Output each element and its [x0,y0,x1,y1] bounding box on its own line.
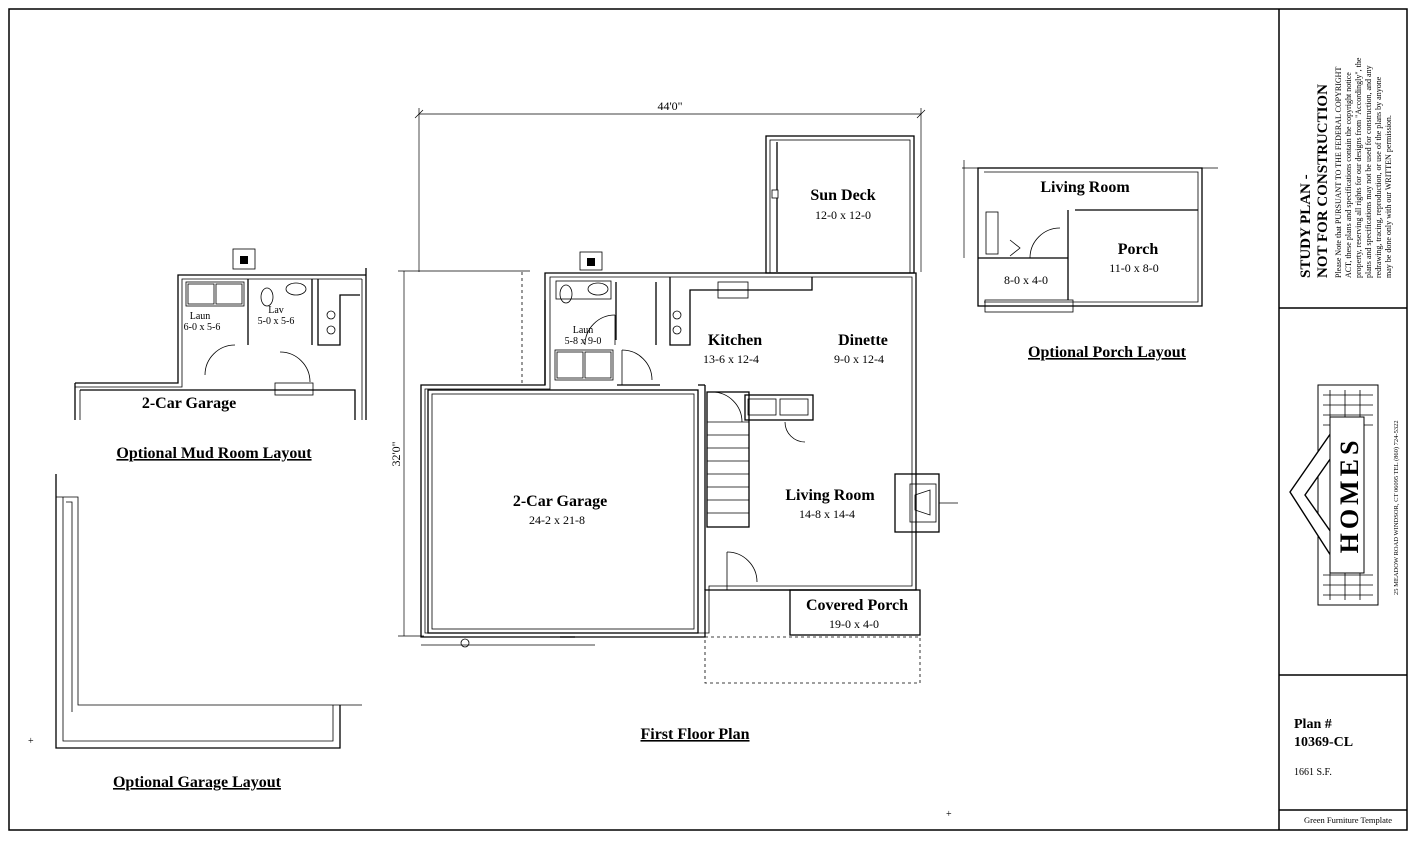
first-floor-labels: Sun Deck 12-0 x 12-0 Kitchen 13-6 x 12-4… [513,187,908,631]
caption-porch-layout: Optional Porch Layout [1028,344,1187,361]
caption-garage-layout: Optional Garage Layout [113,774,282,791]
first-floor-plan: 44'0" 32'0" [389,99,958,743]
notice-line-4: plans and specifications may not be used… [1364,65,1373,278]
room-name-living: Living Room [785,487,875,504]
mud-garage-label: 2-Car Garage [142,395,236,412]
plan-label: Plan # [1294,717,1332,732]
room-size-garage: 24-2 x 21-8 [529,513,585,527]
mud-laun-size: 6-0 x 5-6 [184,322,221,333]
width-dimension: 44'0" [414,99,926,272]
porch-small-size: 8-0 x 4-0 [1004,273,1048,287]
notice-line-1: Please Note that PURSUANT TO THE FEDERAL… [1334,67,1343,278]
house-outline [420,251,958,648]
porch-size: 11-0 x 8-0 [1109,261,1159,275]
garage-layout: Optional Garage Layout [55,474,362,791]
mud-laun-name: Laun [190,311,211,322]
sun-deck-outline [765,135,915,274]
sheet-border [8,8,1408,831]
notice-line-3: property, reserving all rights for our d… [1354,57,1363,278]
svg-text:+: + [946,809,952,820]
room-size-kitchen: 13-6 x 12-4 [703,352,759,366]
company-logo: HOMES 25 MEADOW ROAD WINDSOR, CT 06095 T… [1289,384,1400,606]
notice-line-2: ACT, these plans and specifications cont… [1344,72,1353,278]
dim-width-label: 44'0" [657,99,682,113]
room-name-dinette: Dinette [838,332,888,349]
template-label: Green Furniture Template [1304,815,1392,825]
caption-first-floor: First Floor Plan [640,726,749,743]
logo-address: 25 MEADOW ROAD WINDSOR, CT 06095 TEL (86… [1393,420,1400,595]
room-name-sun-deck: Sun Deck [810,187,875,204]
dim-depth-label: 32'0" [389,441,403,466]
study-line-1: STUDY PLAN - [1298,174,1314,278]
notice-line-6: may be done only with our WRITTEN permis… [1384,115,1393,278]
mud-lav-name: Lav [268,305,284,316]
room-size-dinette: 9-0 x 12-4 [834,352,884,366]
room-name-covered-porch: Covered Porch [806,597,908,614]
square-footage: 1661 S.F. [1294,767,1332,778]
room-size-living: 14-8 x 14-4 [799,507,855,521]
svg-text:+: + [28,736,34,747]
room-size-sun-deck: 12-0 x 12-0 [815,208,871,222]
title-block: STUDY PLAN - NOT FOR CONSTRUCTION Please… [1289,57,1400,825]
room-name-kitchen: Kitchen [708,332,762,349]
study-line-2: NOT FOR CONSTRUCTION [1315,84,1331,278]
room-name-laun: Laun [573,325,594,336]
plan-number: 10369-CL [1294,735,1353,750]
mudroom-layout: Laun 6-0 x 5-6 Lav 5-0 x 5-6 2-Car Garag… [74,248,367,462]
porch-name: Porch [1118,241,1159,258]
room-size-laun: 5-8 x 9-0 [565,336,602,347]
study-plan-notice: STUDY PLAN - NOT FOR CONSTRUCTION Please… [1298,57,1393,278]
room-size-covered-porch: 19-0 x 4-0 [829,617,879,631]
porch-layout: Living Room Porch 11-0 x 8-0 8-0 x 4-0 O… [962,160,1218,361]
porch-living-label: Living Room [1040,179,1130,196]
notice-line-5: redrawing, tracing, reproduction, or use… [1374,76,1383,278]
room-name-garage: 2-Car Garage [513,493,607,510]
svg-text:HOMES: HOMES [1335,437,1364,554]
mud-lav-size: 5-0 x 5-6 [258,316,295,327]
caption-mudroom: Optional Mud Room Layout [116,445,312,462]
depth-dimension: 32'0" [389,270,530,637]
